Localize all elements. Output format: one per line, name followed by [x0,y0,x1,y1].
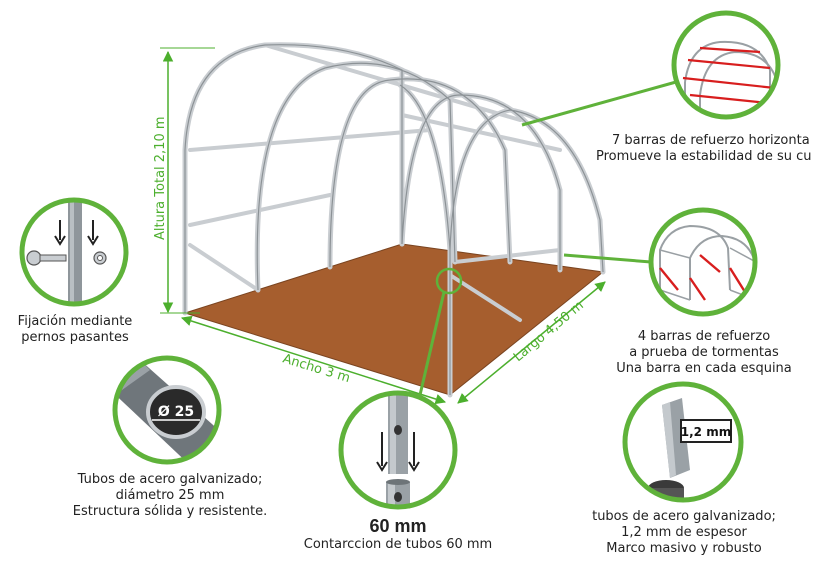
thickness-detail: 1,2 mm [622,381,744,503]
bolts-line2: pernos pasantes [21,330,129,345]
horizontal-bars-caption: 7 barras de refuerzo horizonta Promueve … [588,133,812,165]
connection-caption: 60 mm Contarccion de tubos 60 mm [290,515,506,553]
height-dimension: Altura Total 2,10 m [153,47,215,314]
height-label: Altura Total 2,10 m [153,116,168,240]
thickness-line1: tubos de acero galvanizado; [592,509,776,524]
callout-connectors [418,80,677,396]
tube-connection-detail [338,390,458,510]
thickness-badge-box [680,419,732,443]
tubes-caption: Tubos de acero galvanizado; diámetro 25 … [50,472,290,520]
greenhouse-floor [183,243,605,396]
horizontal-bars-detail [671,10,781,120]
bolts-caption: Fijación mediante pernos pasantes [0,314,150,346]
storm-bars-line3: Una barra en cada esquina [616,361,792,376]
greenhouse-frame-shading [184,44,604,395]
storm-bars-detail [648,207,758,317]
tubes-line3: Estructura sólida y resistente. [72,504,268,519]
thickness-caption: tubos de acero galvanizado; 1,2 mm de es… [576,509,792,557]
thickness-badge: 1,2 mm [681,425,731,439]
connection-line1: Contarccion de tubos 60 mm [303,537,493,552]
horizontal-bars-line2: Promueve la estabilidad de su cu [596,149,812,164]
storm-bars-line2: a prueba de tormentas [629,345,779,360]
tube-diameter-detail: Ø 25 [112,355,222,465]
tubes-line2: diámetro 25 mm [115,488,225,503]
storm-bars-line1: 4 barras de refuerzo [637,329,771,344]
bolts-line1: Fijación mediante [17,314,133,329]
thickness-line2: 1,2 mm de espesor [621,525,747,540]
storm-bars-caption: 4 barras de refuerzo a prueba de torment… [598,329,810,377]
horizontal-bars-line1: 7 barras de refuerzo horizonta [612,133,810,148]
tubes-line1: Tubos de acero galvanizado; [77,472,263,487]
bolt-detail [19,197,129,307]
thickness-line3: Marco masivo y robusto [606,541,762,556]
tube-diameter-badge: Ø 25 [158,404,194,420]
connection-title: 60 mm [369,516,427,536]
